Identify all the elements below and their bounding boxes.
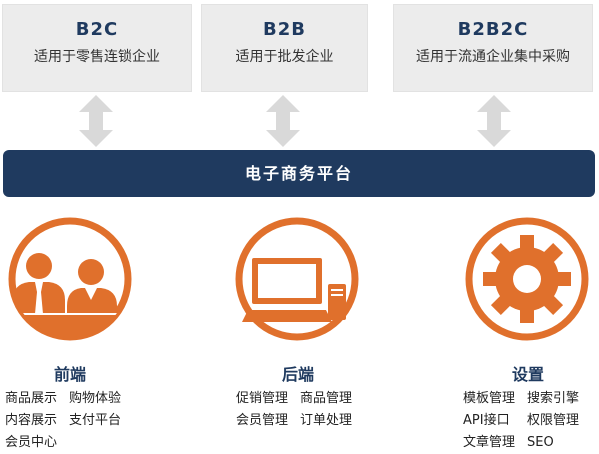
model-description: 适用于流通企业集中采购: [416, 49, 570, 65]
feature-item: 商品展示: [5, 391, 58, 406]
double-arrow-icon: [79, 95, 113, 147]
people-icon: [8, 217, 132, 341]
feature-item: API接口: [463, 413, 510, 428]
double-arrow-icon: [477, 95, 511, 147]
feature-item: 购物体验: [69, 391, 122, 406]
feature-item: 内容展示: [5, 413, 58, 428]
feature-item: 会员中心: [5, 435, 58, 450]
feature-item: 订单处理: [300, 413, 353, 428]
feature-item: 文章管理: [463, 435, 516, 450]
section-title-frontend: 前端: [53, 365, 86, 384]
feature-item: 模板管理: [463, 391, 516, 406]
model-box-b2b2c: B2B2C 适用于流通企业集中采购: [393, 4, 593, 92]
gear-icon: [465, 217, 589, 341]
computer-icon: [235, 217, 359, 341]
model-title: B2B2C: [457, 19, 529, 40]
feature-item: 会员管理: [236, 413, 289, 428]
section-title-backend: 后端: [281, 365, 314, 384]
model-description: 适用于批发企业: [235, 49, 334, 65]
feature-list-frontend: 商品展示 购物体验 内容展示 支付平台 会员中心: [5, 389, 121, 452]
double-arrow-icon: [266, 95, 300, 147]
model-title: B2B: [263, 19, 306, 40]
feature-list-settings: 模板管理 搜索引擎 API接口 权限管理 文章管理 SEO: [463, 389, 579, 452]
feature-item: 促销管理: [236, 391, 289, 406]
feature-item: 支付平台: [69, 413, 122, 428]
section-title-settings: 设置: [511, 365, 544, 384]
feature-item: 搜索引擎: [527, 391, 580, 406]
model-description: 适用于零售连锁企业: [34, 49, 160, 65]
feature-item: 权限管理: [527, 413, 580, 428]
model-title: B2C: [75, 19, 119, 40]
feature-list-backend: 促销管理 商品管理 会员管理 订单处理: [236, 389, 352, 430]
model-box-b2c: B2C 适用于零售连锁企业: [2, 4, 192, 92]
feature-item: SEO: [527, 435, 554, 450]
model-box-b2b: B2B 适用于批发企业: [201, 4, 368, 92]
platform-bar: 电子商务平台: [3, 150, 595, 197]
feature-item: 商品管理: [300, 391, 353, 406]
